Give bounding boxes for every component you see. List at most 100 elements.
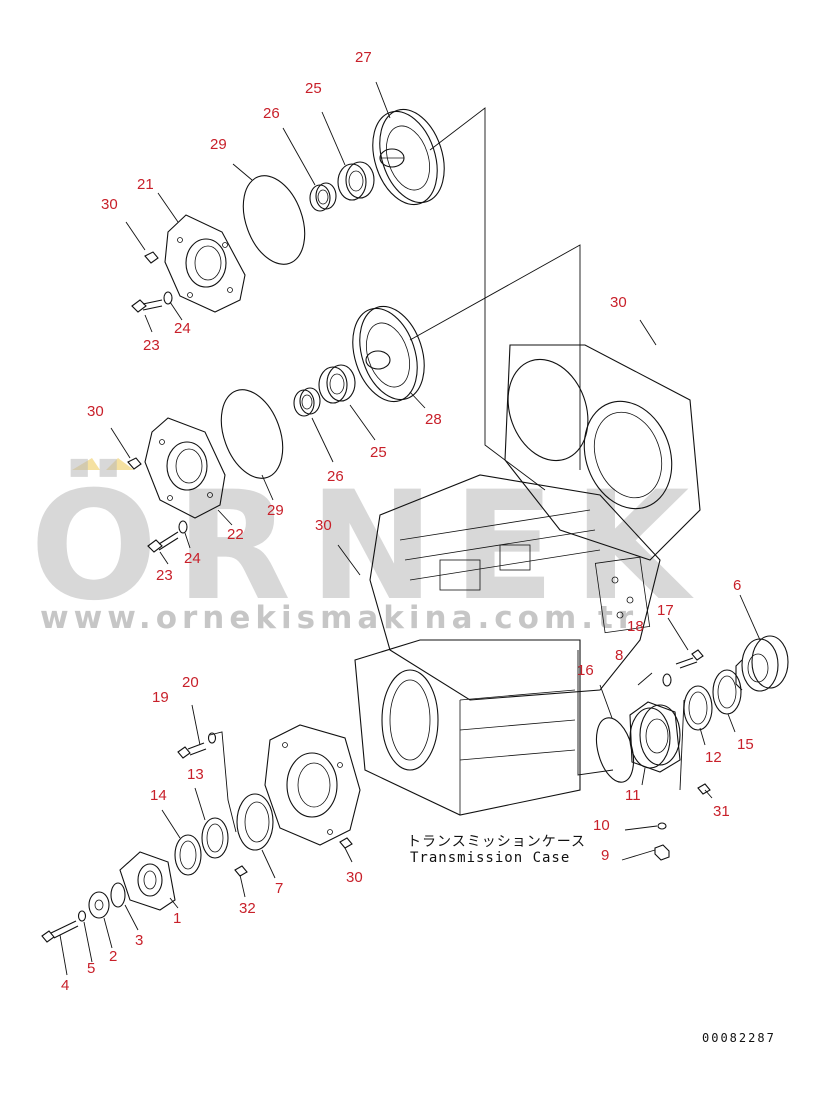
washer-20-drawing bbox=[207, 732, 217, 744]
washer-2-drawing bbox=[88, 891, 110, 919]
drawing-number: 00082287 bbox=[702, 1031, 776, 1045]
ring-13-inner-drawing bbox=[206, 823, 224, 853]
callout-1: 1 bbox=[173, 910, 181, 927]
cover-22-drawing bbox=[144, 417, 226, 519]
ring-13-drawing bbox=[201, 817, 229, 859]
callout-18: 18 bbox=[627, 618, 644, 635]
callout-25-lower: 25 bbox=[370, 444, 387, 461]
ring-12-drawing bbox=[683, 685, 713, 731]
gear-28-drawing bbox=[352, 305, 425, 403]
callout-23-upper: 23 bbox=[143, 337, 160, 354]
callout-14: 14 bbox=[150, 787, 167, 804]
middle-gear-assembly bbox=[127, 305, 425, 553]
callout-30-upper: 30 bbox=[101, 196, 118, 213]
callout-labels: 27 25 26 29 21 30 23 24 30 28 25 26 30 2… bbox=[61, 49, 754, 994]
bolt-23-upper-drawing bbox=[131, 299, 163, 313]
plug-30-middle-drawing bbox=[127, 457, 142, 470]
callout-24-upper: 24 bbox=[174, 320, 191, 337]
watermark-brand: ÖRNEK bbox=[30, 458, 707, 634]
ring-10-drawing bbox=[657, 822, 667, 830]
callout-29-lower: 29 bbox=[267, 502, 284, 519]
callout-26-upper: 26 bbox=[263, 105, 280, 122]
callout-2: 2 bbox=[109, 948, 117, 965]
watermark: ÖRNEK www.ornekismakina.com.tr bbox=[30, 458, 707, 636]
callout-28: 28 bbox=[425, 411, 442, 428]
oring-3-drawing bbox=[110, 882, 126, 908]
callout-3: 3 bbox=[135, 932, 143, 949]
callout-27: 27 bbox=[355, 49, 372, 66]
gear-27-drawing bbox=[372, 108, 445, 206]
bolt-4-drawing bbox=[41, 920, 79, 943]
callout-30-front: 30 bbox=[346, 869, 363, 886]
upper-gear-assembly bbox=[131, 108, 445, 313]
callout-12: 12 bbox=[705, 749, 722, 766]
callout-13: 13 bbox=[187, 766, 204, 783]
callout-17: 17 bbox=[657, 602, 674, 619]
assembly-title-jp: トランスミッションケース bbox=[407, 834, 586, 850]
callout-11: 11 bbox=[625, 787, 641, 804]
callout-23-lower: 23 bbox=[156, 567, 173, 584]
flange-6-drawing bbox=[735, 635, 789, 692]
bracket-lines bbox=[209, 107, 653, 833]
washer-2-inner-drawing bbox=[94, 899, 104, 911]
oring-29-lower-drawing bbox=[220, 389, 284, 479]
washer-24-lower-drawing bbox=[178, 520, 188, 534]
callout-31: 31 bbox=[713, 803, 730, 820]
leader-lines bbox=[59, 81, 761, 976]
oring-29-upper-drawing bbox=[242, 175, 306, 265]
washer-18-drawing bbox=[662, 673, 672, 687]
callout-30-right: 30 bbox=[610, 294, 627, 311]
seal-15-inner-drawing bbox=[717, 675, 737, 709]
bolt-23-lower-drawing bbox=[147, 531, 179, 553]
callout-8: 8 bbox=[615, 647, 623, 664]
callout-7: 7 bbox=[275, 880, 283, 897]
transmission-case-drawing bbox=[354, 344, 701, 816]
callout-30-middle: 30 bbox=[87, 403, 104, 420]
plug-31-drawing bbox=[697, 783, 711, 795]
washer-24-upper-drawing bbox=[163, 291, 173, 305]
ring-26-lower-drawing bbox=[293, 387, 321, 417]
callout-15: 15 bbox=[737, 736, 754, 753]
front-parts bbox=[41, 724, 361, 943]
yoke-1-drawing bbox=[119, 851, 176, 911]
callout-24-lower: 24 bbox=[184, 550, 201, 567]
assembly-title-en: Transmission Case bbox=[410, 850, 570, 866]
callout-25-upper: 25 bbox=[305, 80, 322, 97]
oring-16-drawing bbox=[595, 717, 635, 783]
callout-21: 21 bbox=[137, 176, 154, 193]
callout-29-upper: 29 bbox=[210, 136, 227, 153]
callout-9: 9 bbox=[601, 847, 609, 864]
bolt-19-drawing bbox=[177, 742, 207, 759]
plug-32-drawing bbox=[234, 865, 248, 877]
callout-30-case: 30 bbox=[315, 517, 332, 534]
watermark-url: www.ornekismakina.com.tr bbox=[40, 600, 638, 636]
plug-30-upper-drawing bbox=[144, 251, 159, 264]
bearing-25-upper-drawing bbox=[337, 161, 375, 201]
callout-4: 4 bbox=[61, 977, 69, 994]
cover-7-drawing bbox=[236, 724, 361, 851]
bolt-17-drawing bbox=[675, 649, 704, 669]
seal-14-inner-drawing bbox=[179, 840, 197, 870]
housing-8-drawing bbox=[629, 701, 681, 773]
callout-19: 19 bbox=[152, 689, 169, 706]
callout-26-lower: 26 bbox=[327, 468, 344, 485]
ring-26-upper-drawing bbox=[309, 182, 337, 212]
callout-5: 5 bbox=[87, 960, 95, 977]
seal-15-drawing bbox=[712, 669, 742, 715]
callout-32: 32 bbox=[239, 900, 256, 917]
callout-16: 16 bbox=[577, 662, 594, 679]
plug-9-drawing bbox=[654, 844, 670, 861]
callout-6: 6 bbox=[733, 577, 741, 594]
assembly-caption: トランスミッションケース Transmission Case bbox=[407, 834, 586, 866]
bearing-25-lower-drawing bbox=[318, 364, 356, 404]
seal-14-drawing bbox=[174, 834, 202, 876]
washer-5-drawing bbox=[77, 910, 87, 922]
callout-10: 10 bbox=[593, 817, 610, 834]
plug-30-front-drawing bbox=[339, 837, 353, 849]
right-parts bbox=[595, 635, 789, 861]
ring-12-inner-drawing bbox=[688, 691, 708, 725]
cover-21-drawing bbox=[164, 214, 246, 313]
callout-20: 20 bbox=[182, 674, 199, 691]
callout-22: 22 bbox=[227, 526, 244, 543]
